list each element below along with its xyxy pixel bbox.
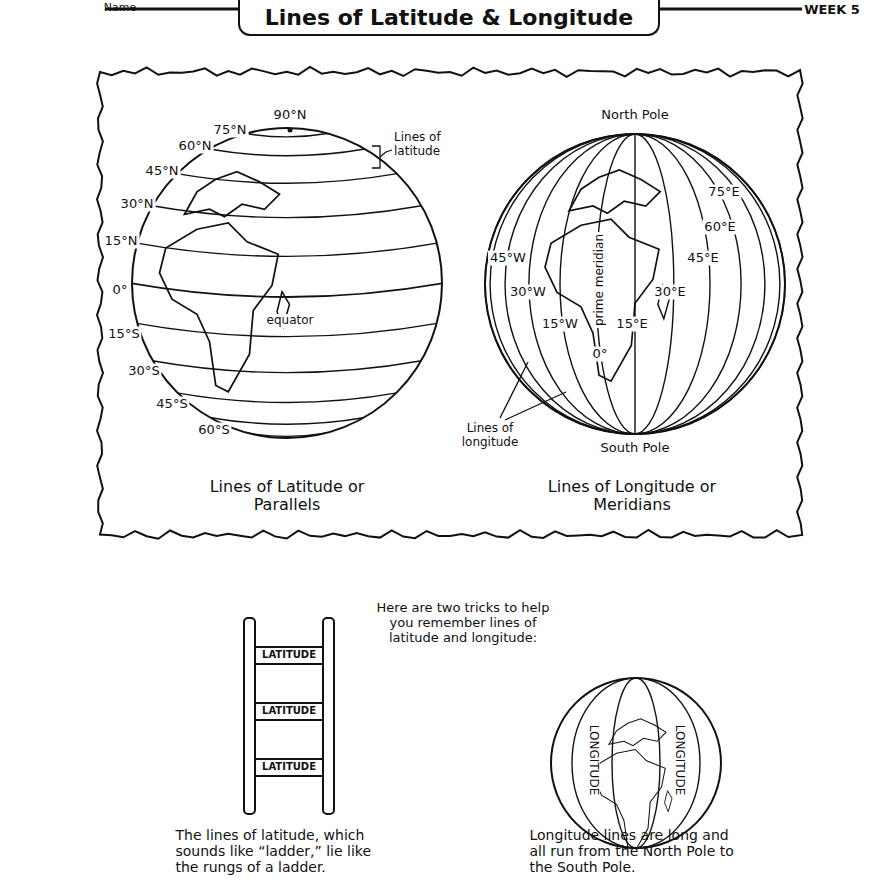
longitude-degree: 45°E	[685, 251, 720, 266]
longitude-degree: 30°W	[508, 285, 548, 300]
longitude-degree: 75°E	[706, 185, 741, 200]
latitude-degree: 0°	[111, 283, 130, 298]
globe-caption: Lines of Longitude or Meridians	[512, 478, 752, 515]
name-field: Name	[104, 2, 136, 15]
meridian-label: prime meridian	[593, 232, 607, 328]
globe-caption: Lines of Latitude or Parallels	[177, 478, 397, 515]
equator-label: equator	[265, 314, 316, 328]
latitude-degree: 75°N	[212, 123, 249, 138]
latitude-globe	[130, 128, 444, 439]
longitude-degree: 60°E	[702, 220, 737, 235]
pole-label: North Pole	[599, 108, 670, 123]
trick-note: Longitude lines are long and all run fro…	[530, 827, 745, 875]
latitude-degree: 30°N	[119, 197, 156, 212]
longitude-degree: 15°E	[614, 317, 649, 332]
parchment-panel	[97, 67, 803, 539]
callout-label: Lines of longitude	[451, 422, 529, 450]
longitude-degree: 15°W	[540, 317, 580, 332]
pole-label: South Pole	[599, 441, 672, 456]
latitude-degree: 90°N	[272, 108, 309, 123]
longitude-degree: 45°W	[488, 251, 528, 266]
latitude-degree: 15°N	[103, 234, 140, 249]
band-label: LONGITUDE	[586, 723, 600, 797]
rung-label: LATITUDE	[262, 649, 316, 661]
band-label: LONGITUDE	[672, 723, 686, 797]
worksheet-title: Lines of Latitude & Longitude	[265, 5, 633, 30]
latitude-degree: 45°S	[154, 397, 189, 412]
latitude-degree: 60°S	[196, 423, 231, 438]
ladder	[244, 618, 334, 814]
latitude-degree: 15°S	[106, 327, 141, 342]
longitude-degree: 30°E	[652, 285, 687, 300]
latitude-degree: 30°S	[126, 364, 161, 379]
latitude-degree: 60°N	[177, 139, 214, 154]
latitude-degree: 45°N	[144, 164, 181, 179]
trick-note: The lines of latitude, which sounds like…	[176, 827, 391, 875]
longitude-globe	[485, 134, 785, 434]
rung-label: LATITUDE	[262, 761, 316, 773]
rung-label: LATITUDE	[262, 705, 316, 717]
tricks-intro: Here are two tricks to help you remember…	[365, 601, 561, 646]
title-box: Lines of Latitude & Longitude	[238, 0, 660, 36]
callout-label: Lines of latitude	[392, 131, 462, 159]
longitude-degree: 0°	[591, 347, 610, 362]
mnemonic-globe	[551, 678, 721, 851]
week-number: WEEK 5	[802, 3, 862, 18]
